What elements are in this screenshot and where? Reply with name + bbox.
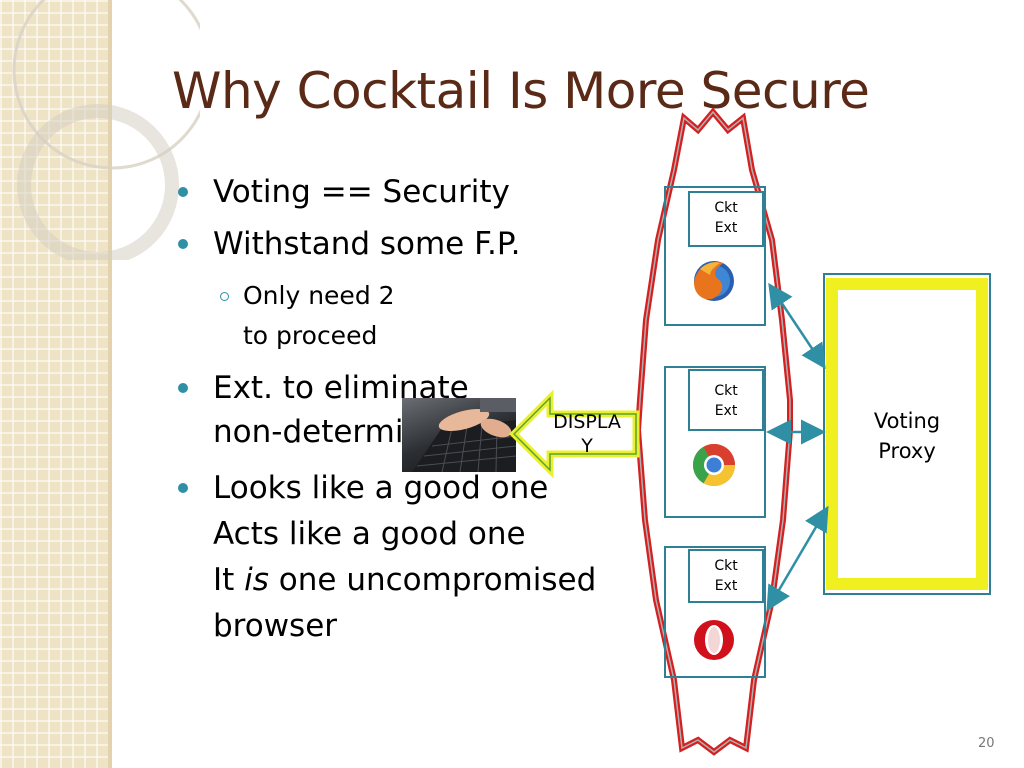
bullet-text: Acts like a good one bbox=[213, 516, 526, 552]
slide-title: Why Cocktail Is More Secure bbox=[172, 62, 870, 120]
browser-box-1 bbox=[664, 186, 766, 326]
bullet-text: Withstand some F.P. bbox=[213, 226, 521, 262]
page-number: 20 bbox=[978, 736, 995, 751]
ckt-ext-box-2 bbox=[688, 369, 764, 431]
ckt-ext-box-1 bbox=[688, 191, 764, 247]
connector-arrow-3 bbox=[766, 505, 829, 612]
bullet-text: browser bbox=[213, 608, 338, 644]
sub-bullet-ring-icon bbox=[220, 292, 229, 301]
sandbox-outline-inner bbox=[637, 110, 791, 753]
sub-bullet-text: to proceed bbox=[243, 321, 378, 350]
bullet-dot-icon bbox=[178, 187, 188, 197]
bullet-text: Voting == Security bbox=[213, 174, 510, 210]
connector-arrow-1 bbox=[768, 282, 826, 370]
bullet-dot-icon bbox=[178, 239, 188, 249]
chrome-icon bbox=[692, 443, 735, 487]
firefox-icon bbox=[694, 261, 734, 301]
bullet-dot-icon bbox=[178, 383, 188, 393]
bullet-text: It is one uncompromised bbox=[213, 562, 597, 598]
bullet-dot-icon bbox=[178, 483, 188, 493]
voting-proxy-box bbox=[826, 278, 988, 590]
opera-icon bbox=[694, 620, 734, 660]
typing-keyboard-photo bbox=[402, 398, 516, 472]
decorative-strip-edge bbox=[108, 0, 112, 768]
ckt-ext-box-3 bbox=[688, 549, 764, 603]
browser-box-2 bbox=[664, 366, 766, 518]
bullet-text: Looks like a good one bbox=[213, 470, 549, 506]
display-arrow-edge bbox=[512, 396, 637, 472]
browser-box-3 bbox=[664, 546, 766, 678]
emphasis-is: is bbox=[244, 562, 269, 598]
sub-bullet-text: Only need 2 bbox=[243, 281, 395, 310]
decorative-rings bbox=[12, 0, 200, 260]
